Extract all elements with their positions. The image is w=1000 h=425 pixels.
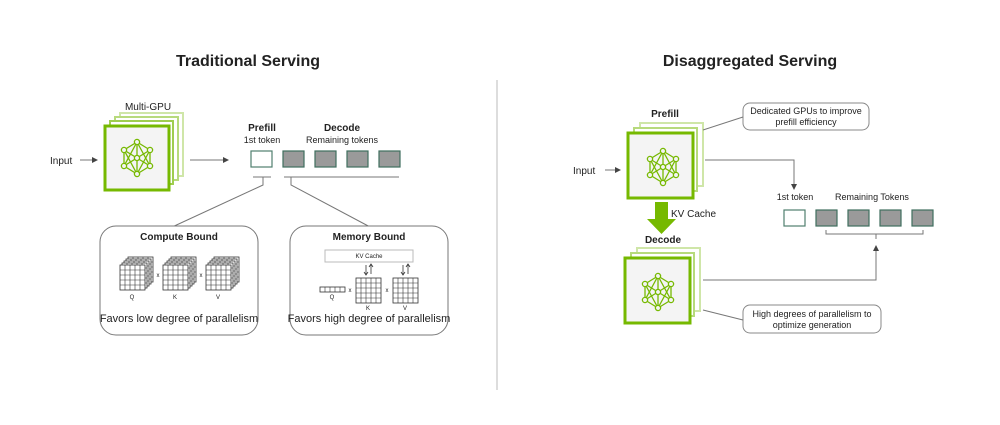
- prefill-label: Prefill: [651, 109, 679, 120]
- first-token-connector: [705, 159, 797, 190]
- matrix-q-label: Q: [130, 295, 135, 301]
- token-remaining: [847, 209, 870, 227]
- traditional-title: Traditional Serving: [176, 53, 320, 70]
- decode-note-line: optimize generation: [773, 320, 852, 330]
- token-remaining: [314, 150, 337, 168]
- prefill-note-line: prefill efficiency: [775, 117, 837, 127]
- disaggregated-title: Disaggregated Serving: [663, 53, 837, 70]
- decode-label: Decode: [324, 123, 361, 134]
- kv-cache-label: KV Cache: [671, 209, 716, 220]
- matrix-v-label: V: [216, 295, 220, 301]
- decode-note-line: High degrees of parallelism to: [752, 309, 871, 319]
- input-label: Input: [573, 166, 595, 177]
- decode-label: Decode: [645, 235, 682, 246]
- compute-bound-title: Compute Bound: [140, 232, 218, 243]
- memory-bound-caption: Favors high degree of parallelism: [288, 313, 451, 325]
- prefill-gpu-stack: [626, 122, 704, 200]
- prefill-note-box: [742, 102, 870, 131]
- decode-output-connector: [703, 245, 879, 281]
- token-remaining: [815, 209, 838, 227]
- multiply-sign: x: [349, 288, 352, 294]
- prefill-note-line: Dedicated GPUs to improve: [750, 106, 862, 116]
- compute-bound-caption: Favors low degree of parallelism: [100, 313, 258, 325]
- first-token-label: 1st token: [777, 192, 814, 202]
- multiply-sign: x: [386, 288, 389, 294]
- matrix-v-label: V: [403, 306, 407, 312]
- input-label: Input: [50, 156, 72, 167]
- token-remaining: [378, 150, 401, 168]
- decode-sublabel: Remaining tokens: [306, 135, 379, 145]
- decode-gpu-stack: [623, 247, 701, 325]
- matrix-k-label: K: [173, 295, 177, 301]
- decode-note-box: [742, 304, 882, 334]
- note-leader-line: [702, 116, 744, 131]
- matrix-q-label: Q: [330, 295, 335, 301]
- prefill-sublabel: 1st token: [244, 135, 281, 145]
- token-remaining: [879, 209, 902, 227]
- multi-gpu-stack: [103, 112, 184, 192]
- multi-gpu-label: Multi-GPU: [125, 102, 171, 113]
- matrix-k-label: K: [366, 306, 370, 312]
- query-vector: [319, 286, 346, 293]
- token-row: [783, 209, 934, 227]
- token-first: [250, 150, 273, 168]
- token-remaining: [346, 150, 369, 168]
- token-row: [250, 150, 401, 168]
- read-write-arrows-icon: [363, 263, 411, 276]
- token-remaining: [282, 150, 305, 168]
- token-first: [783, 209, 806, 227]
- kv-cache-box: [324, 249, 414, 263]
- note-leader-line: [702, 309, 744, 321]
- kv-cache-arrow-icon: [647, 202, 676, 234]
- multiply-sign: x: [157, 273, 160, 279]
- remaining-tokens-label: Remaining Tokens: [835, 192, 909, 202]
- token-remaining: [911, 209, 934, 227]
- remaining-bracket: [825, 230, 924, 235]
- connector-lines: [169, 176, 399, 229]
- prefill-label: Prefill: [248, 123, 276, 134]
- kv-cache-label: KV Cache: [355, 254, 383, 260]
- multiply-sign: x: [200, 273, 203, 279]
- memory-bound-title: Memory Bound: [333, 232, 406, 243]
